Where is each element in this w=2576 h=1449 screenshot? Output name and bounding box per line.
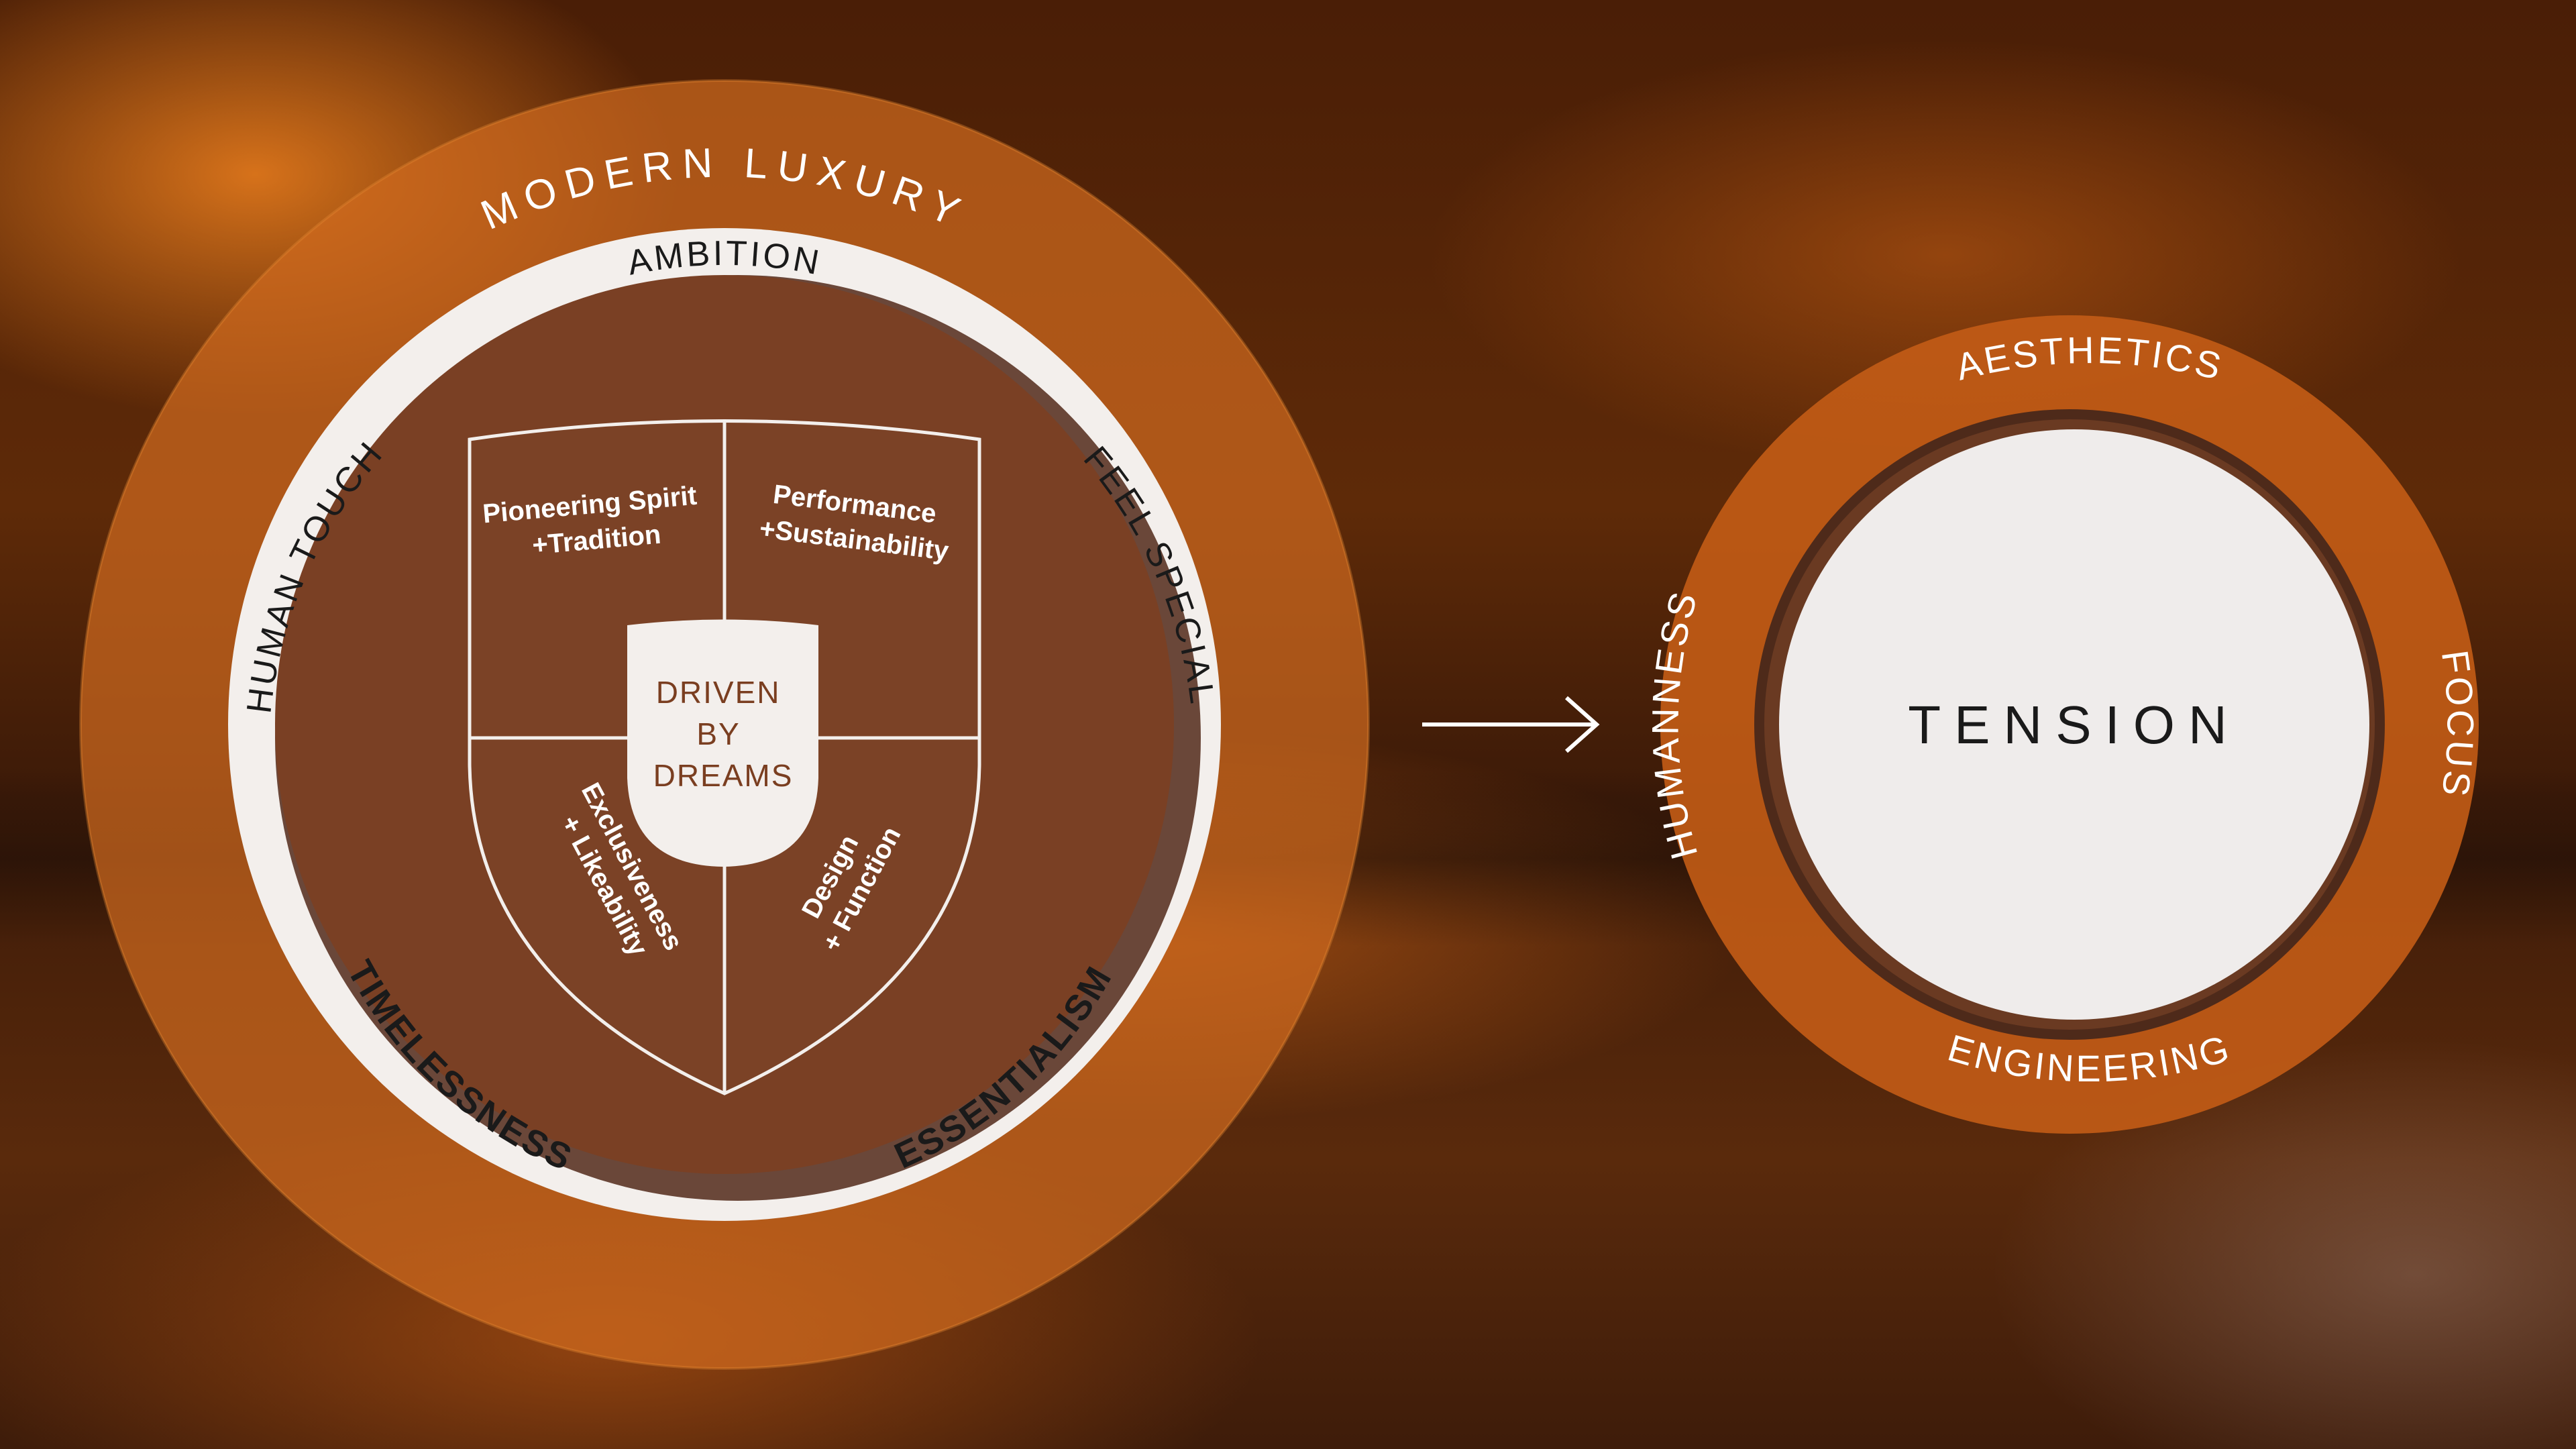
- tension-label: TENSION: [1908, 695, 2241, 755]
- tension-center-disc: [1779, 429, 2369, 1020]
- arrow-icon: [1422, 696, 1600, 753]
- left-diagram: MODERN LUXURY AMBITION HUMAN TOUCH FEEL …: [79, 79, 1370, 1370]
- right-diagram: TENSION AESTHETICS ENGINEERING HUMANNESS…: [1644, 315, 2482, 1134]
- center-badge-text: DRIVEN BY DREAMS: [653, 675, 794, 793]
- focus-label: FOCUS: [2434, 647, 2482, 801]
- center-badge: [627, 619, 818, 867]
- outer-ring-shade: [79, 79, 1370, 1370]
- crest-shield: Pioneering Spirit +Tradition Performance…: [468, 419, 981, 1095]
